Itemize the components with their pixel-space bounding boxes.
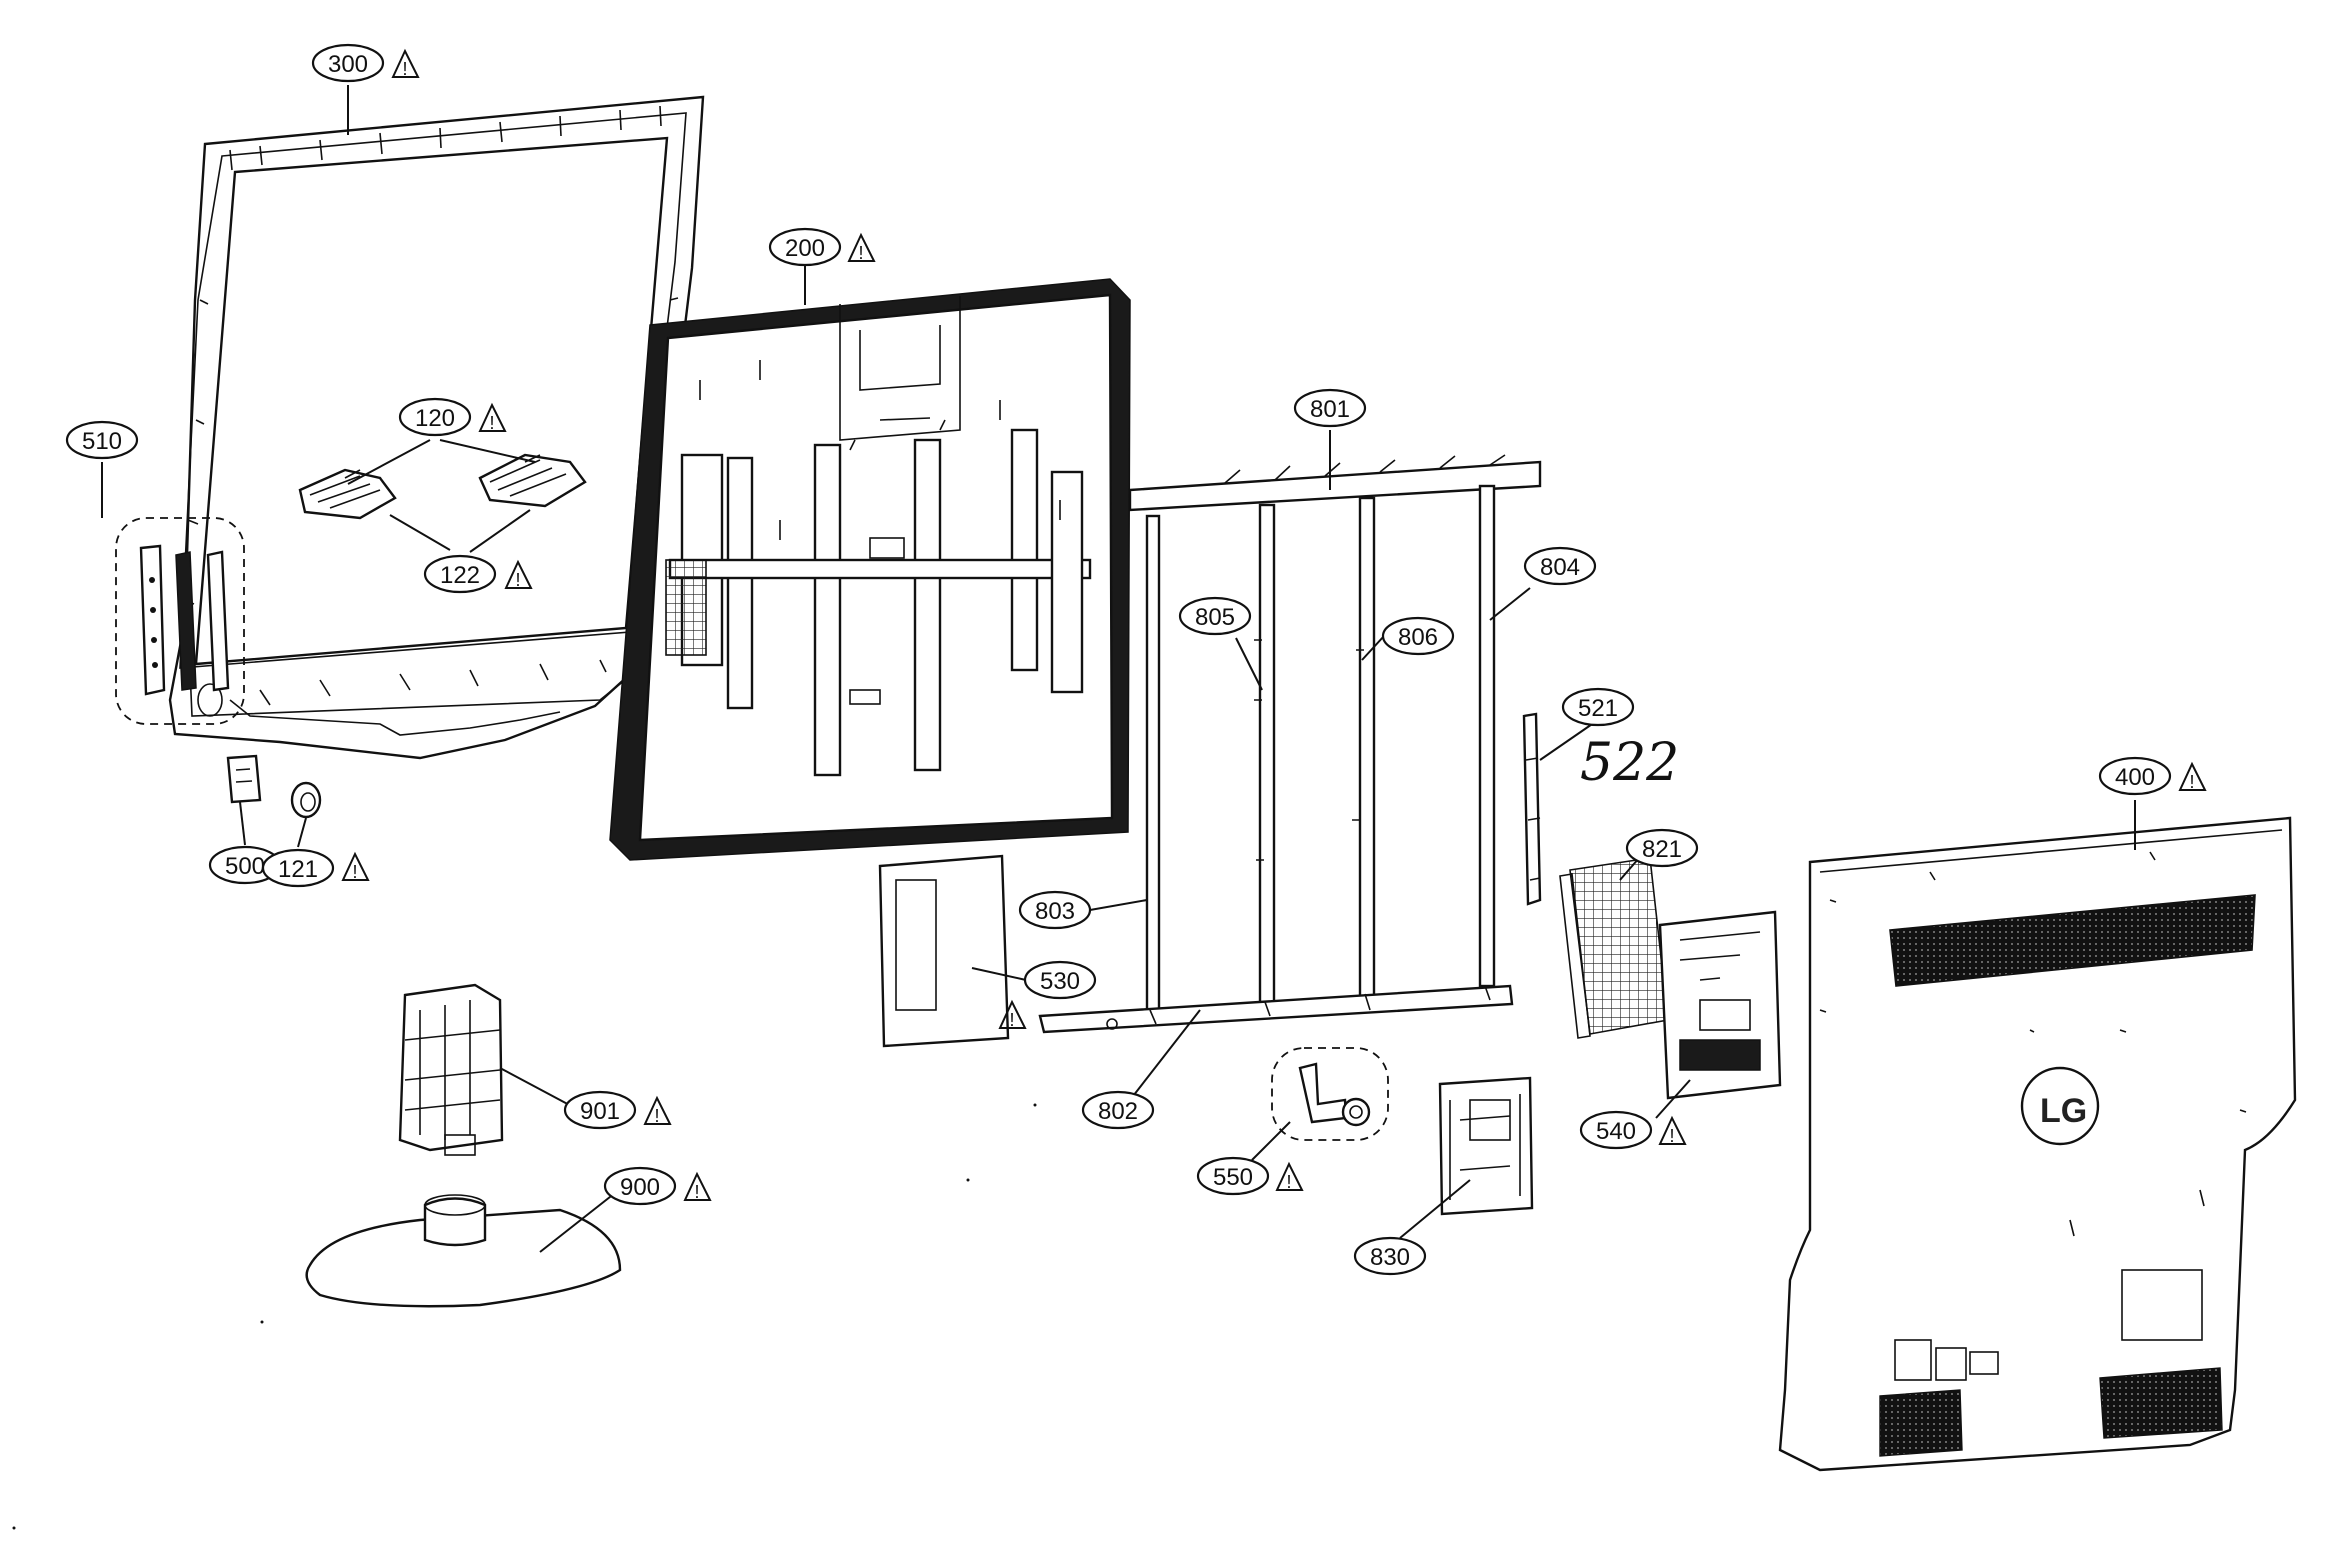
stand-neck-part xyxy=(398,983,504,1156)
callout-901: 901 ! xyxy=(563,1090,672,1130)
power-switch-part xyxy=(1271,1047,1389,1141)
callout-804: 804 xyxy=(1523,546,1597,586)
svg-text:804: 804 xyxy=(1540,554,1580,581)
warning-icon: ! xyxy=(1275,1161,1304,1192)
backlight-frame-part xyxy=(1038,454,1542,1034)
stand-base-part xyxy=(305,1194,622,1308)
ir-board-part xyxy=(226,754,262,804)
callout-801: 801 xyxy=(1293,388,1367,428)
svg-text:120: 120 xyxy=(415,405,455,432)
warning-icon: ! xyxy=(998,999,1027,1030)
warning-icon: ! xyxy=(2178,761,2207,792)
svg-text:!: ! xyxy=(694,1182,699,1202)
svg-text:!: ! xyxy=(2189,772,2194,792)
svg-text:!: ! xyxy=(654,1106,659,1126)
svg-text:801: 801 xyxy=(1310,396,1350,423)
warning-icon: ! xyxy=(478,402,507,433)
svg-text:122: 122 xyxy=(440,562,480,589)
svg-text:!: ! xyxy=(1669,1126,1674,1146)
callout-122: 122 ! xyxy=(423,554,533,594)
callout-900: 900 ! xyxy=(603,1166,712,1206)
svg-text:901: 901 xyxy=(580,1098,620,1125)
callout-530: 530 ! xyxy=(998,960,1097,1030)
warning-icon: ! xyxy=(1658,1115,1687,1146)
svg-text:121: 121 xyxy=(278,856,318,883)
back-cover-part: LG xyxy=(1778,816,2297,1472)
svg-text:!: ! xyxy=(352,862,357,882)
callout-803: 803 xyxy=(1018,890,1092,930)
callout-121: 121 ! xyxy=(261,848,370,888)
warning-icon: ! xyxy=(341,851,370,882)
svg-text:200: 200 xyxy=(785,235,825,262)
svg-text:521: 521 xyxy=(1578,695,1618,722)
svg-text:802: 802 xyxy=(1098,1098,1138,1125)
callout-200: 200 ! xyxy=(768,227,876,267)
callout-802: 802 xyxy=(1081,1090,1155,1130)
warning-icon: ! xyxy=(847,232,876,263)
lcd-panel-part xyxy=(609,278,1131,861)
svg-text:900: 900 xyxy=(620,1174,660,1201)
tuner-bracket-part xyxy=(1438,1076,1534,1216)
svg-text:821: 821 xyxy=(1642,836,1682,863)
shield-plate-part xyxy=(1559,857,1669,1039)
svg-text:830: 830 xyxy=(1370,1244,1410,1271)
callout-550: 550 ! xyxy=(1196,1156,1304,1196)
svg-text:540: 540 xyxy=(1596,1118,1636,1145)
power-knob-part xyxy=(290,781,322,819)
callout-806: 806 xyxy=(1381,616,1455,656)
svg-text:!: ! xyxy=(515,570,520,590)
svg-text:!: ! xyxy=(402,59,407,79)
warning-icon: ! xyxy=(504,559,533,590)
handwritten-note-522: 522 xyxy=(1580,733,1679,793)
warning-icon: ! xyxy=(391,48,420,79)
callout-805: 805 xyxy=(1178,596,1252,636)
svg-text:803: 803 xyxy=(1035,898,1075,925)
svg-text:!: ! xyxy=(1009,1010,1014,1030)
svg-text:!: ! xyxy=(858,243,863,263)
svg-text:300: 300 xyxy=(328,51,368,78)
warning-icon: ! xyxy=(683,1171,712,1202)
side-key-set-part xyxy=(115,517,245,725)
callout-510: 510 xyxy=(65,420,139,460)
callout-540: 540 ! xyxy=(1579,1110,1687,1150)
callout-120: 120 ! xyxy=(398,397,507,437)
lamp-holder-part xyxy=(1522,712,1542,906)
leader-lines xyxy=(101,85,2136,1253)
callout-300: 300 ! xyxy=(311,43,420,83)
insulator-sheet-part xyxy=(878,854,1010,1048)
svg-text:806: 806 xyxy=(1398,624,1438,651)
svg-text:550: 550 xyxy=(1213,1164,1253,1191)
warning-icon: ! xyxy=(643,1095,672,1126)
svg-text:500: 500 xyxy=(225,853,265,880)
main-board-part xyxy=(1658,910,1782,1100)
svg-text:510: 510 xyxy=(82,428,122,455)
svg-text:805: 805 xyxy=(1195,604,1235,631)
callout-830: 830 xyxy=(1353,1236,1427,1276)
logo-text: LG xyxy=(2040,1092,2087,1130)
svg-text:!: ! xyxy=(489,413,494,433)
svg-text:530: 530 xyxy=(1040,968,1080,995)
callout-400: 400 ! xyxy=(2098,756,2207,796)
svg-text:!: ! xyxy=(1286,1172,1291,1192)
svg-text:400: 400 xyxy=(2115,764,2155,791)
callout-821: 821 xyxy=(1625,828,1699,868)
callout-521: 521 xyxy=(1561,687,1635,727)
